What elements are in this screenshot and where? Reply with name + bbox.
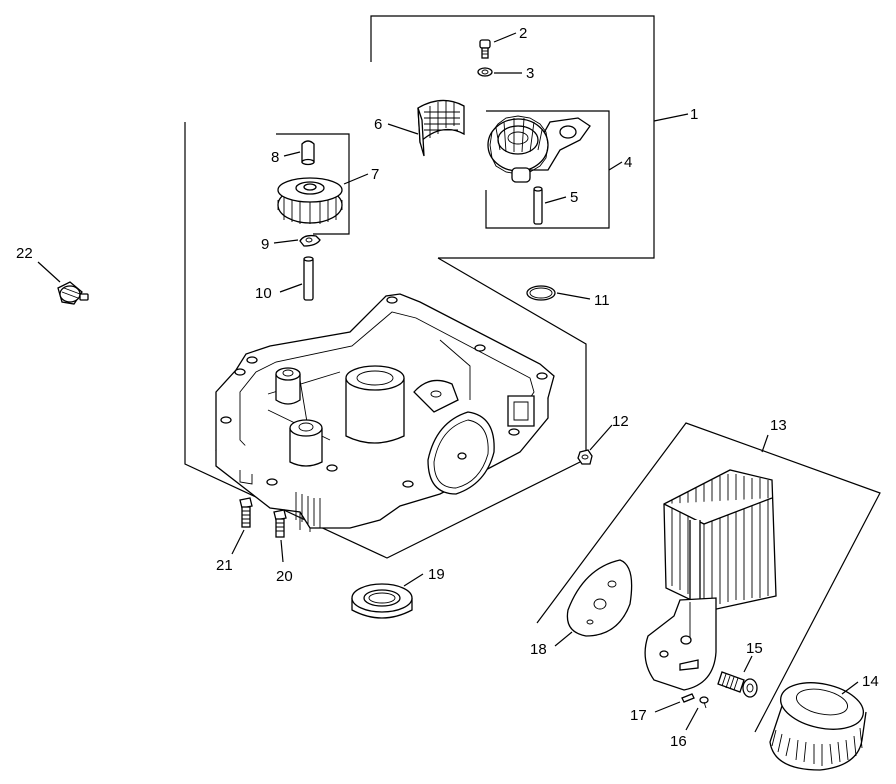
callout-22: 22 bbox=[16, 245, 33, 262]
callout-numbers: 2 3 1 4 5 6 7 8 9 10 11 12 13 14 15 16 1… bbox=[16, 25, 879, 750]
bolt-part-20 bbox=[273, 509, 287, 538]
key-part-17 bbox=[681, 693, 695, 703]
callout-16: 16 bbox=[670, 733, 687, 750]
callout-8: 8 bbox=[271, 149, 279, 166]
callout-10: 10 bbox=[255, 285, 272, 302]
callout-12: 12 bbox=[612, 413, 629, 430]
oil-cooler-part-13 bbox=[644, 469, 777, 691]
seal-part-19 bbox=[351, 583, 413, 619]
callout-20: 20 bbox=[276, 568, 293, 585]
callout-21: 21 bbox=[216, 557, 233, 574]
sensor-part-22 bbox=[57, 281, 89, 305]
callout-18: 18 bbox=[530, 641, 547, 658]
leader-lines bbox=[37, 32, 859, 731]
callout-1: 1 bbox=[690, 106, 698, 123]
clip-part-9 bbox=[299, 234, 321, 247]
callout-17: 17 bbox=[630, 707, 647, 724]
group-7-bracket bbox=[276, 133, 350, 235]
bolt-part-21 bbox=[239, 497, 253, 528]
callout-6: 6 bbox=[374, 116, 382, 133]
screw-part-2 bbox=[479, 39, 491, 59]
shaft-part-10 bbox=[303, 256, 314, 301]
oil-pump-part-4 bbox=[487, 115, 591, 183]
group-4-bracket bbox=[485, 110, 610, 229]
callout-4: 4 bbox=[624, 154, 632, 171]
washer-part-3 bbox=[477, 67, 493, 77]
callout-14: 14 bbox=[862, 673, 879, 690]
fitting-part-15 bbox=[717, 671, 758, 698]
o-ring-part-11 bbox=[526, 285, 556, 301]
oil-pan-outline bbox=[184, 122, 587, 559]
callout-19: 19 bbox=[428, 566, 445, 583]
group-1-bracket bbox=[370, 15, 655, 259]
callout-7: 7 bbox=[371, 166, 379, 183]
callout-13: 13 bbox=[770, 417, 787, 434]
callout-9: 9 bbox=[261, 236, 269, 253]
gear-part-7 bbox=[277, 177, 343, 224]
callout-2: 2 bbox=[519, 25, 527, 42]
nut-part-12 bbox=[577, 449, 593, 465]
callout-11: 11 bbox=[594, 292, 610, 309]
oil-screen-part-6 bbox=[417, 99, 465, 157]
group-13-bracket bbox=[536, 422, 881, 733]
pin-part-8 bbox=[301, 140, 315, 166]
callout-3: 3 bbox=[526, 65, 534, 82]
shaft-part-5 bbox=[533, 186, 543, 225]
oil-filter-part-14 bbox=[769, 682, 867, 771]
callout-15: 15 bbox=[746, 640, 763, 657]
callout-5: 5 bbox=[570, 189, 578, 206]
oil-pan-main bbox=[215, 293, 555, 532]
gasket-part-18 bbox=[566, 559, 633, 637]
screw-part-16 bbox=[699, 696, 709, 709]
